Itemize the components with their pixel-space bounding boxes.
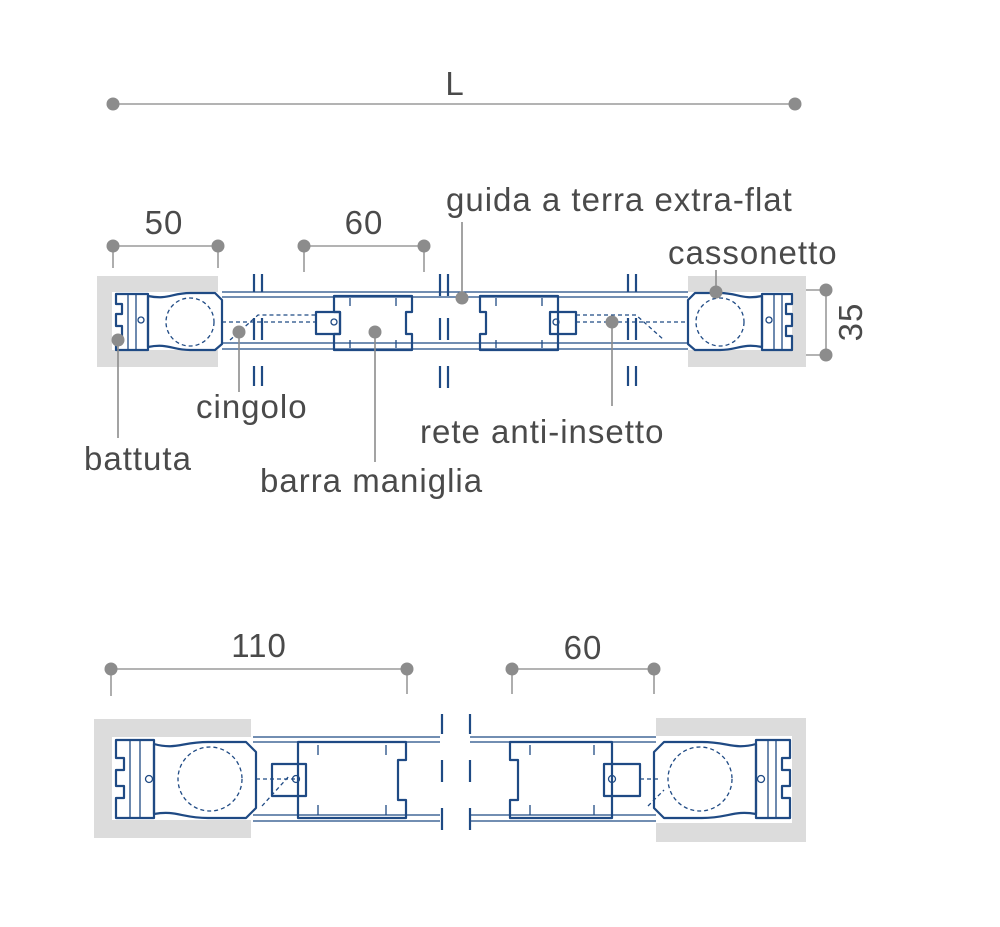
leader-floor-guide: guida a terra extra-flat — [446, 181, 793, 305]
leader-handle-bar: barra maniglia — [260, 325, 483, 499]
label-floor-guide: guida a terra extra-flat — [446, 181, 793, 218]
dimension-bottom-left-width: 110 — [104, 627, 414, 696]
label-box: cassonetto — [668, 234, 838, 271]
dimension-top-left-width: 50 — [106, 204, 225, 268]
leader-insect-net: rete anti-insetto — [420, 315, 664, 450]
label-belt: cingolo — [196, 388, 308, 425]
dimension-label-60-bottom: 60 — [564, 629, 603, 666]
dimension-overall-length: L — [106, 65, 802, 111]
top-section-profile — [97, 274, 806, 388]
label-handle-bar: barra maniglia — [260, 462, 483, 499]
label-stop: battuta — [84, 440, 192, 477]
dimension-label-35: 35 — [832, 303, 869, 342]
leader-stop: battuta — [84, 333, 192, 477]
bottom-section-profile — [94, 714, 806, 842]
dimension-label-110: 110 — [231, 627, 287, 664]
dimension-label-50: 50 — [145, 204, 184, 241]
leader-belt: cingolo — [196, 325, 308, 425]
label-insect-net: rete anti-insetto — [420, 413, 664, 450]
dimension-height: 35 — [795, 283, 869, 362]
dimension-bottom-right-width: 60 — [505, 629, 661, 694]
leader-box: cassonetto — [668, 234, 838, 299]
dimension-label-60: 60 — [345, 204, 384, 241]
dimension-top-middle-width: 60 — [297, 204, 431, 272]
dimension-label-l: L — [445, 65, 464, 102]
